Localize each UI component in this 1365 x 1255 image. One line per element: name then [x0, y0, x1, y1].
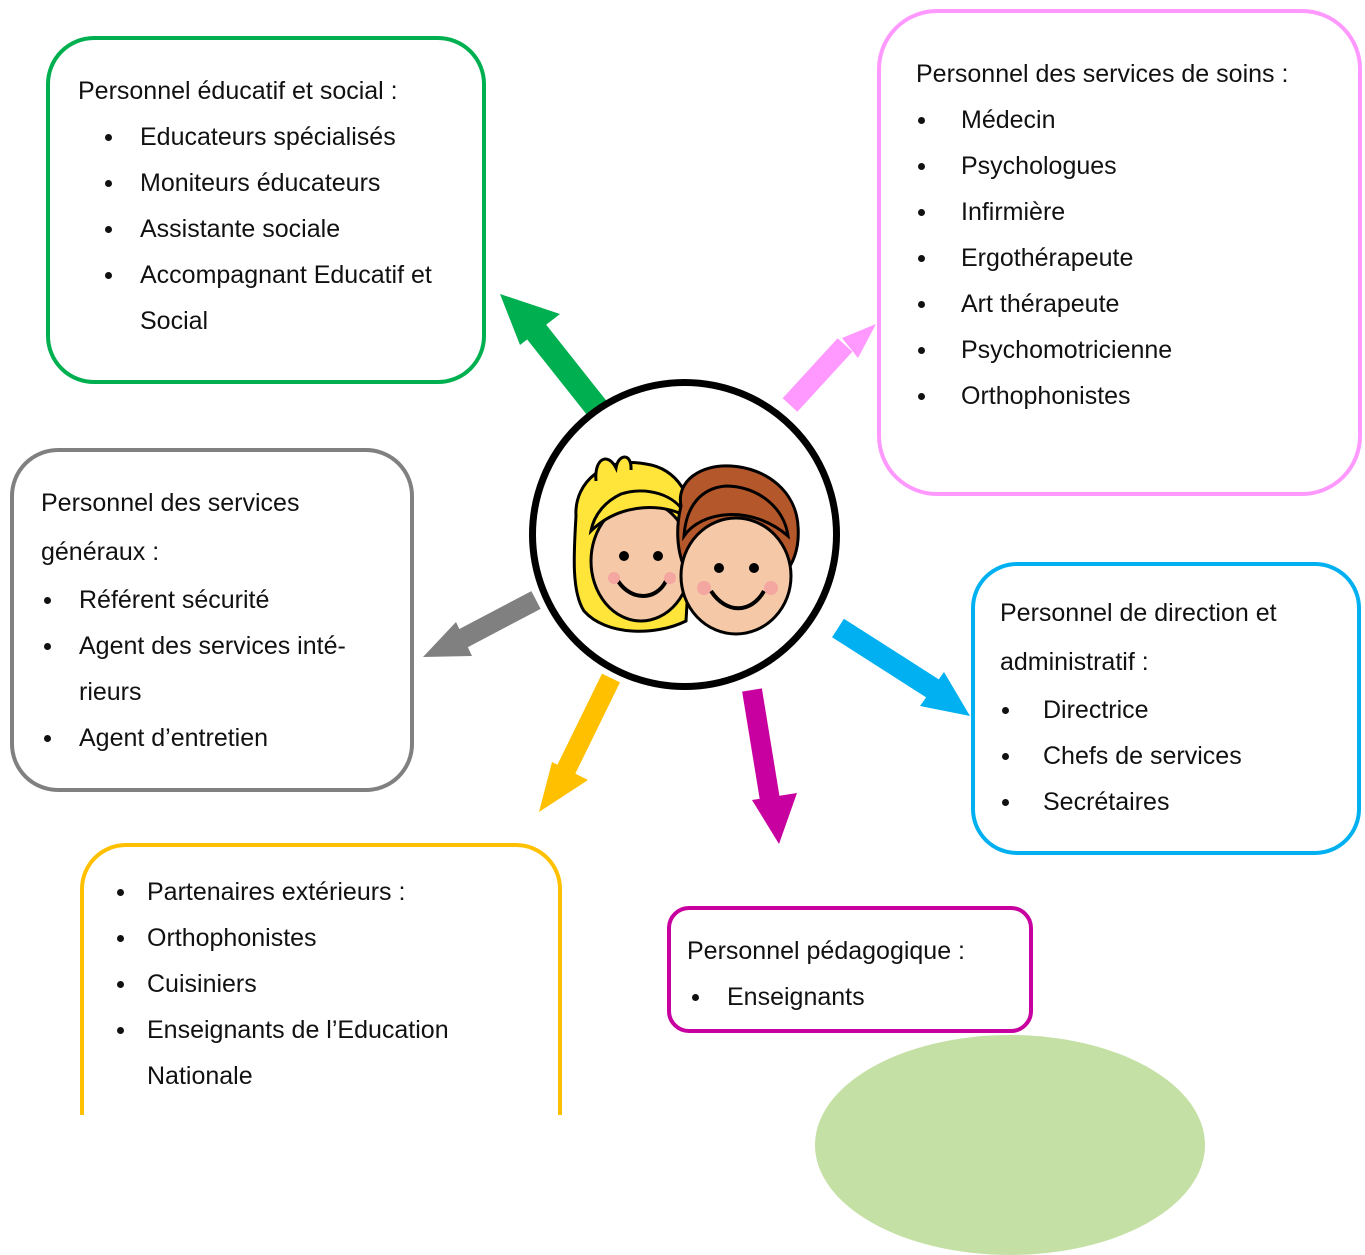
list-item: Enseignants de l’Education — [112, 1007, 548, 1053]
list-item-continuation: Nationale — [147, 1062, 253, 1090]
list: Partenaires extérieurs : Orthophonistes … — [112, 869, 548, 1099]
arrowhead-magenta — [752, 793, 797, 844]
box-partenaires-exterieurs: Partenaires extérieurs : Orthophonistes … — [80, 843, 562, 1115]
list-item: Orthophonistes — [916, 373, 1348, 419]
arrow-to-direction — [832, 618, 941, 700]
list-item: Infirmière — [916, 189, 1348, 235]
box-title: Personnel éducatif et social : — [78, 77, 398, 105]
arrow-to-exterieurs — [557, 673, 620, 775]
two-children-faces-icon — [572, 455, 800, 636]
list-item: Médecin — [916, 97, 1348, 143]
list: Educateurs spécialisés Moniteurs éducate… — [78, 114, 462, 344]
list-item: Directrice — [1000, 687, 1347, 733]
list: Directrice Chefs de services Secrétaires — [1000, 687, 1347, 825]
arrows-layer — [423, 294, 970, 844]
box-title: Personnel des services — [41, 489, 300, 517]
list-item-continuation: rieurs — [79, 678, 142, 706]
list-item: Partenaires extérieurs : — [112, 869, 548, 915]
list-item: Art thérapeute — [916, 281, 1348, 327]
arrowhead-green — [500, 294, 560, 345]
box-personnel-direction: Personnel de direction et administratif … — [971, 562, 1361, 855]
list-item: Agent des services inté- — [41, 623, 394, 669]
list-item: Psychologues — [916, 143, 1348, 189]
box-title: Personnel pédagogique : — [687, 937, 966, 965]
list-item: Chefs de services — [1000, 733, 1347, 779]
box-title: généraux : — [41, 538, 160, 566]
arrow-to-soins — [782, 338, 853, 412]
box-personnel-pedagogique: Personnel pédagogique : Enseignants — [667, 906, 1033, 1033]
list-item: Secrétaires — [1000, 779, 1347, 825]
list-item: Enseignants — [687, 974, 1019, 1020]
box-title: Personnel des services de soins : — [916, 60, 1289, 88]
box-title: Personnel de direction et — [1000, 599, 1277, 627]
arrowhead-blue — [920, 672, 970, 716]
arrow-to-educatif — [525, 322, 610, 420]
list: Médecin Psychologues Infirmière Ergothér… — [916, 97, 1348, 419]
list-item: Assistante sociale — [78, 206, 462, 252]
center-circle — [529, 379, 840, 690]
arrowhead-grey — [423, 622, 472, 657]
arrow-to-generaux — [455, 591, 541, 649]
box-personnel-services-generaux: Personnel des services généraux : Référe… — [10, 448, 414, 792]
box-title: administratif : — [1000, 648, 1149, 676]
list: Enseignants — [687, 974, 1019, 1020]
list-item: Cuisiniers — [112, 961, 548, 1007]
list: Référent sécurité Agent des services int… — [41, 577, 394, 761]
list-item: Agent d’entretien — [41, 715, 394, 761]
list-item: Educateurs spécialisés — [78, 114, 462, 160]
list-item: Moniteurs éducateurs — [78, 160, 462, 206]
list-item: Référent sécurité — [41, 577, 394, 623]
box-personnel-soins: Personnel des services de soins : Médeci… — [877, 9, 1362, 496]
list-item: Psychomotricienne — [916, 327, 1348, 373]
arrowhead-yellow — [539, 762, 588, 812]
box-personnel-educatif: Personnel éducatif et social : Educateur… — [46, 36, 486, 384]
arrowhead-pink — [842, 324, 876, 358]
arrow-to-pedagogique — [742, 688, 780, 802]
list-item: Ergothérapeute — [916, 235, 1348, 281]
list-item-continuation: Social — [140, 307, 209, 335]
list-item: Accompagnant Educatif et — [78, 252, 462, 298]
list-item: Orthophonistes — [112, 915, 548, 961]
